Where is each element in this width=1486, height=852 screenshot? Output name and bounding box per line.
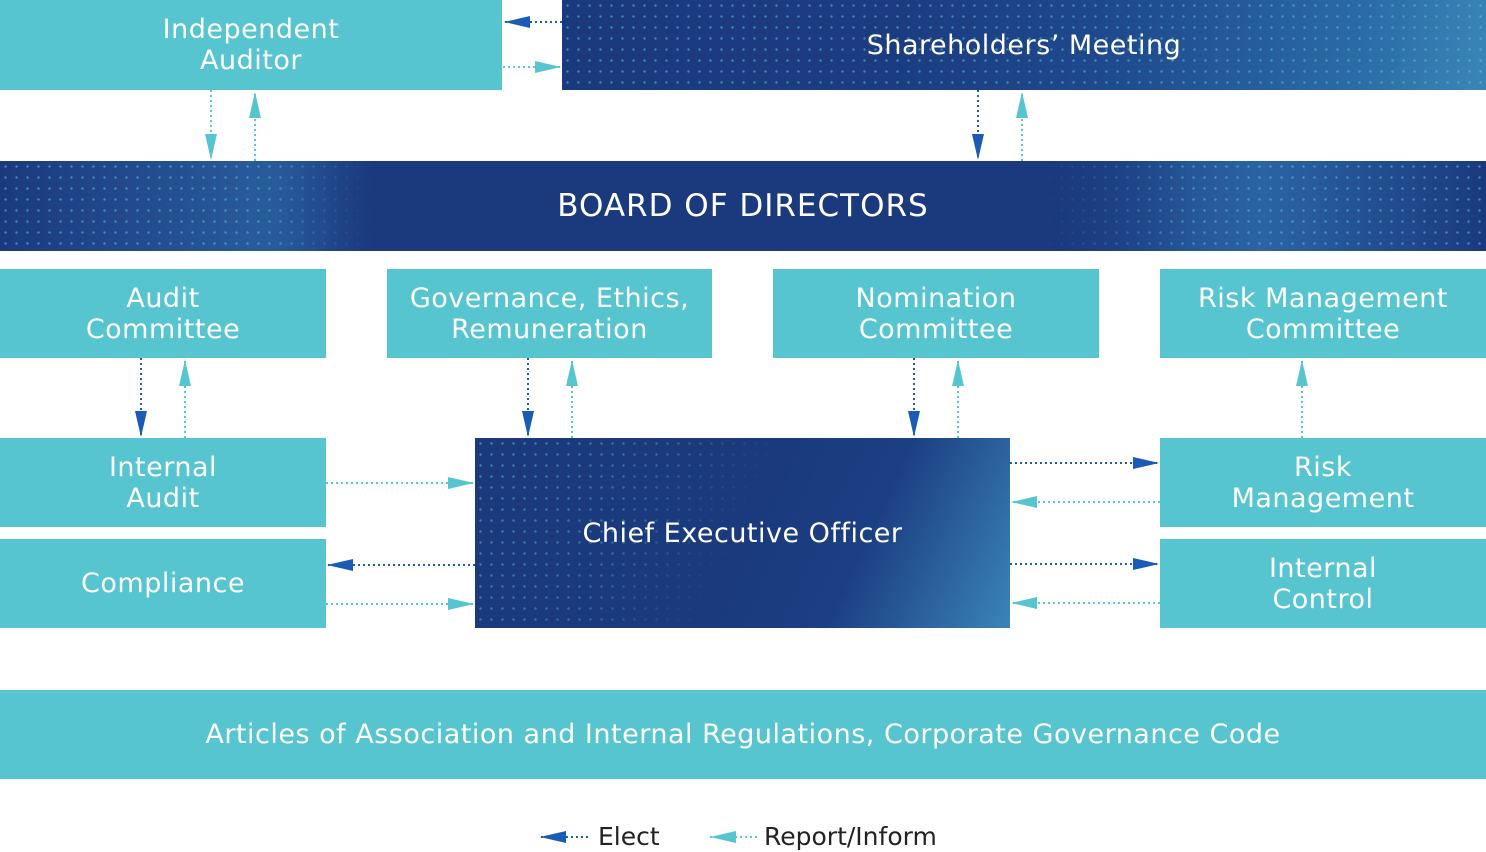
ceo-label: Chief Executive Officer [582, 517, 903, 549]
governance-committee-box: Governance, Ethics, Remuneration [387, 269, 712, 358]
articles-label: Articles of Association and Internal Reg… [205, 719, 1281, 750]
independent-auditor-label: Independent Auditor [162, 14, 340, 76]
independent-auditor-box: Independent Auditor [0, 0, 502, 90]
ceo-box: Chief Executive Officer [475, 438, 1010, 628]
internal-control-label: Internal Control [1268, 552, 1378, 615]
audit-committee-box: Audit Committee [0, 269, 326, 358]
compliance-label: Compliance [81, 568, 245, 599]
shareholders-meeting-label: Shareholders’ Meeting [866, 29, 1182, 61]
internal-audit-label: Internal Audit [108, 451, 218, 514]
shareholders-meeting-box: Shareholders’ Meeting [562, 0, 1486, 90]
internal-control-box: Internal Control [1160, 539, 1486, 628]
audit-committee-label: Audit Committee [85, 282, 241, 345]
board-of-directors-box: BOARD OF DIRECTORS [0, 161, 1486, 251]
articles-box: Articles of Association and Internal Reg… [0, 690, 1486, 779]
internal-audit-box: Internal Audit [0, 438, 326, 527]
risk-management-label: Risk Management [1231, 451, 1415, 514]
compliance-box: Compliance [0, 539, 326, 628]
legend-elect-label: Elect [598, 822, 660, 851]
legend-report-label: Report/Inform [764, 822, 937, 851]
governance-committee-label: Governance, Ethics, Remuneration [409, 282, 690, 345]
risk-management-box: Risk Management [1160, 438, 1486, 527]
nomination-committee-label: Nomination Committee [855, 282, 1017, 345]
risk-management-committee-box: Risk Management Committee [1160, 269, 1486, 358]
nomination-committee-box: Nomination Committee [773, 269, 1099, 358]
board-of-directors-label: BOARD OF DIRECTORS [557, 187, 929, 224]
risk-management-committee-label: Risk Management Committee [1198, 282, 1448, 345]
